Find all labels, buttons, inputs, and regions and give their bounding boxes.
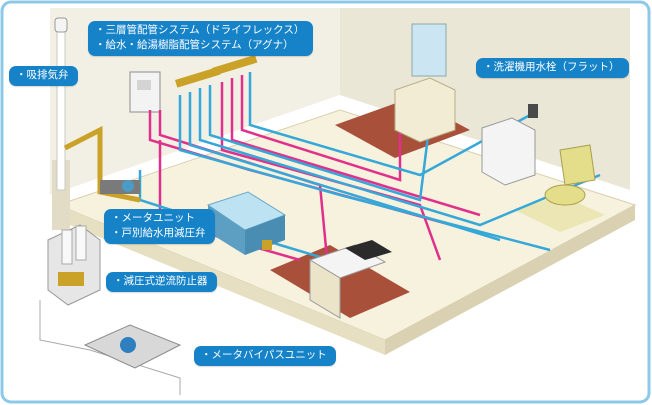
header-manifold-1 [175,66,221,88]
bypass-meter-dial [120,337,136,353]
washing-machine [481,117,536,186]
tile-toilet [515,195,605,232]
floor-edge-right [385,205,635,355]
callout-vent-valve: 吸排気弁 [9,66,78,86]
backflow-device [58,272,84,286]
bathtub-side [208,205,245,255]
toilet-tank [559,144,596,186]
vent-pipe [56,29,66,191]
mirror [411,23,447,77]
callout-header-line-2: 給水・給湯樹脂配管システム（アグナ） [95,38,304,53]
bathtub-front [245,215,285,255]
header-manifold-2 [212,54,258,76]
water-heater [129,71,161,113]
callout-header-systems: 三層管配管システム（ドライフレックス） 給水・給湯樹脂配管システム（アグナ） [88,21,314,56]
pump-tank-2 [75,225,87,261]
vanity [394,77,456,143]
stove [345,240,392,260]
callout-meter-bypass: メータバイパスユニット [194,346,336,366]
toilet-bowl [544,184,586,206]
callout-meter-line-2: 戸別給水用減圧弁 [111,226,206,241]
pump-tank-1 [61,229,73,265]
exterior-cabinet [47,224,101,306]
meter-dial [122,180,134,192]
bathtub-faucet [262,240,272,250]
callout-header-line-1: 三層管配管システム（ドライフレックス） [95,23,305,38]
kitchen-counter-front [309,259,341,319]
vent-valve-body [54,17,68,33]
underground-pipe-outline [39,300,181,395]
meter-unit-body [100,180,140,194]
callout-washer-faucet: 洗濯機用水栓（フラット） [476,58,629,78]
callout-meter-unit: メータユニット 戸別給水用減圧弁 [104,209,215,244]
callout-meter-line-1: メータユニット [111,211,206,226]
water-heater-panel [137,80,151,90]
washer-faucet-fixture [528,104,538,118]
callout-backflow-preventer: 減圧式逆流防止器 [106,272,217,292]
